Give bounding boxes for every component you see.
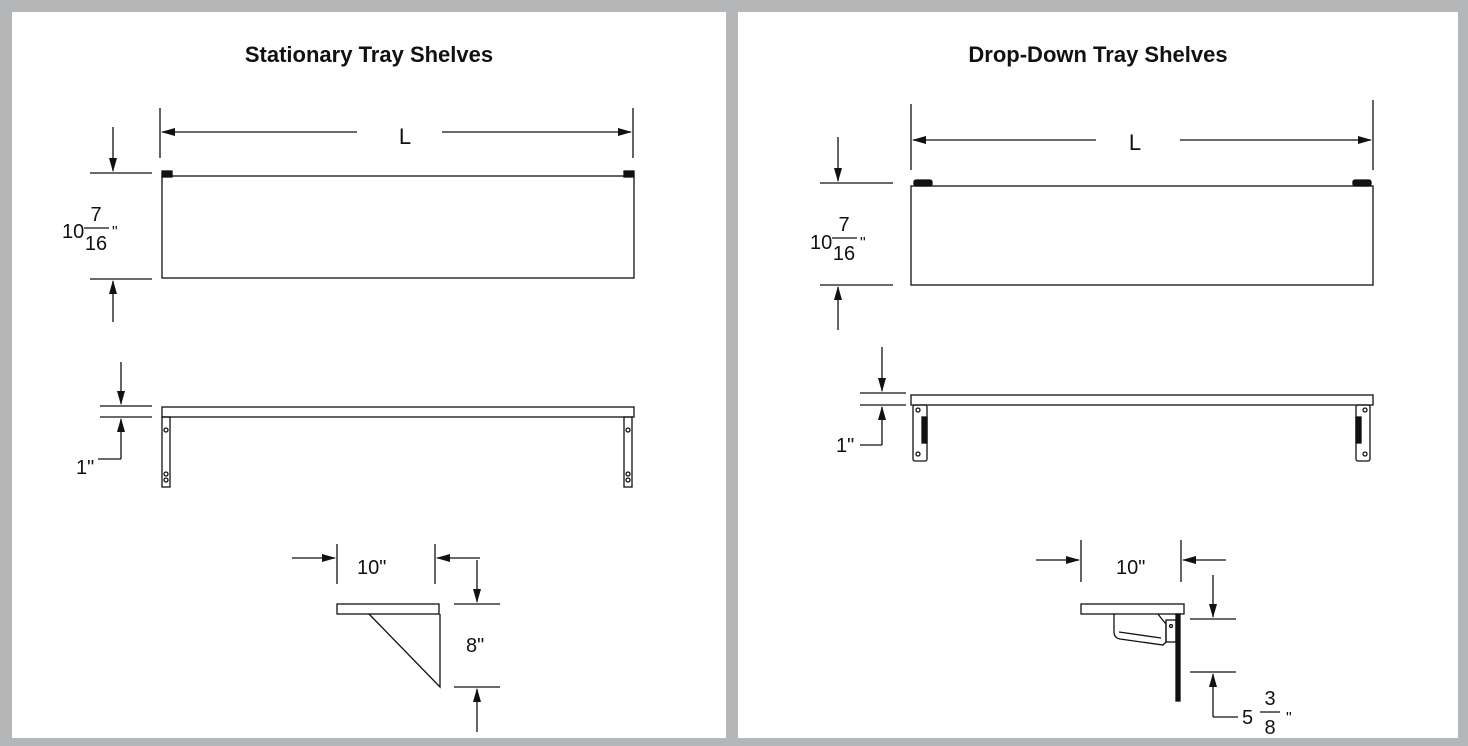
dropdown-height-dimension (820, 137, 893, 330)
dropdown-title: Drop-Down Tray Shelves (968, 42, 1228, 67)
stationary-height-unit: " (112, 224, 118, 241)
dropdown-length-label: L (1129, 130, 1141, 155)
stationary-height-whole: 10 (62, 221, 84, 243)
dropdown-side-profile (1080, 603, 1185, 702)
stationary-depth-label: 10" (357, 557, 386, 579)
dropdown-depth-dimension (1036, 540, 1226, 582)
dropdown-bracket-drop-dimension (1190, 575, 1238, 718)
stationary-length-label: L (399, 124, 411, 149)
stationary-thickness-label: 1" (76, 457, 94, 479)
stationary-length-dimension (159, 108, 634, 158)
stationary-height-numerator: 7 (90, 204, 101, 226)
dropdown-height-denominator: 16 (833, 243, 855, 265)
stationary-thickness-dimension (98, 362, 152, 460)
dropdown-top-view (910, 394, 1374, 462)
dropdown-height-numerator: 7 (838, 214, 849, 236)
dropdown-length-dimension (910, 100, 1374, 170)
stationary-side-profile (336, 603, 441, 689)
stationary-bracket-height-dimension (454, 560, 500, 732)
stationary-front-view (161, 170, 635, 279)
stationary-depth-dimension (292, 544, 480, 584)
stationary-panel: Stationary Tray Shelves (12, 12, 726, 738)
dropdown-height-whole: 10 (810, 232, 832, 254)
stationary-top-view (161, 406, 635, 488)
dropdown-thickness-label: 1" (836, 435, 854, 457)
stationary-drawing: L 10 7 16 " 1" 10" 8" (62, 108, 635, 732)
dropdown-depth-label: 10" (1116, 557, 1145, 579)
dropdown-bracket-drop-unit: " (1286, 710, 1292, 727)
dropdown-bracket-drop-numerator: 3 (1264, 688, 1275, 710)
dropdown-front-view (910, 179, 1374, 286)
stationary-bracket-height-label: 8" (466, 635, 484, 657)
dropdown-thickness-dimension (860, 347, 906, 446)
stationary-height-denominator: 16 (85, 233, 107, 255)
dropdown-bracket-drop-whole: 5 (1242, 707, 1253, 729)
stationary-height-dimension (90, 127, 152, 322)
dropdown-bracket-drop-denominator: 8 (1264, 717, 1275, 739)
dropdown-height-unit: " (860, 235, 866, 252)
dropdown-drawing: L 10 7 16 " 1" 10" 5 3 8 " (810, 100, 1374, 739)
stationary-title: Stationary Tray Shelves (244, 42, 494, 67)
dropdown-panel: Drop-Down Tray Shelves (738, 12, 1458, 739)
